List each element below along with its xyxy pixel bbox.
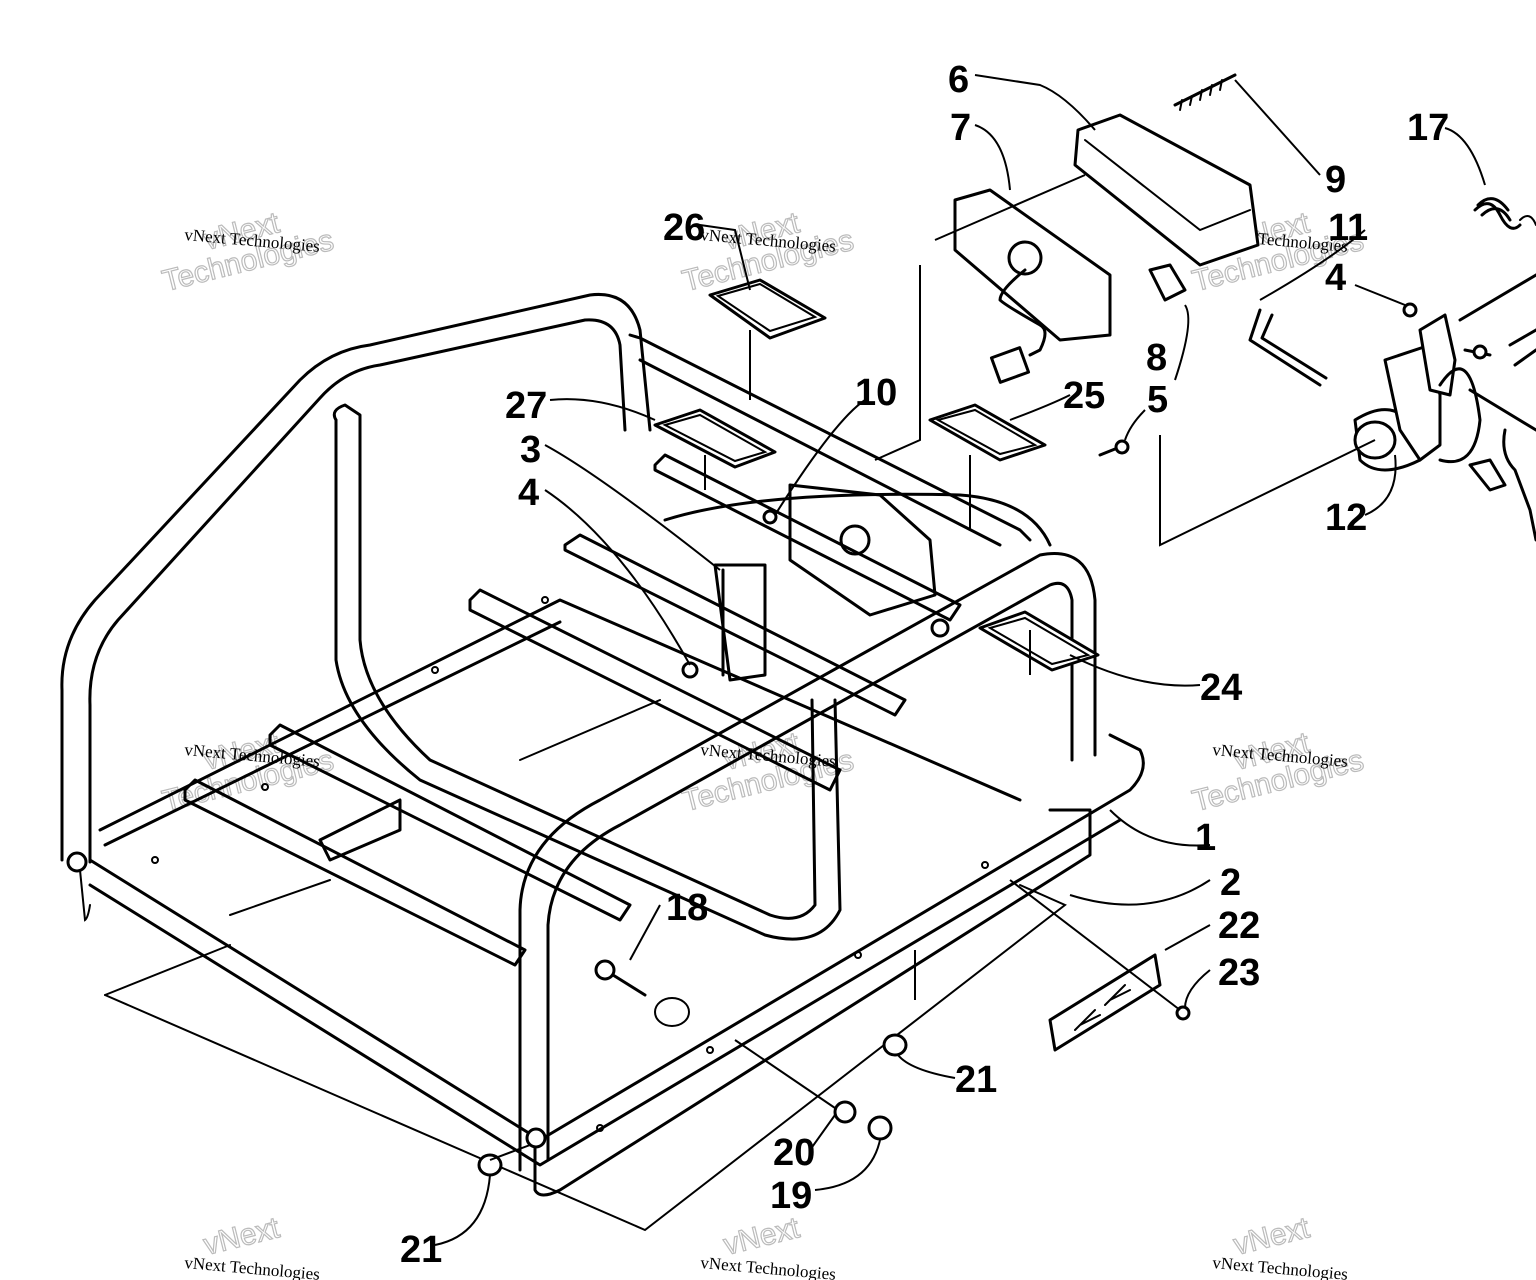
bulb — [1148, 263, 1187, 302]
callout-18: 18 — [666, 887, 708, 929]
cap-21b — [882, 1033, 908, 1057]
floor-panel — [104, 699, 1067, 1232]
reflector-22 — [1048, 953, 1162, 1052]
watermark-small: vNext Technologies — [1212, 1253, 1349, 1280]
decal-27 — [653, 408, 777, 469]
decals — [653, 278, 1100, 672]
callout-9: 9 — [1325, 159, 1346, 201]
callout-26: 26 — [663, 207, 705, 249]
watermark-small: vNext Technologies — [184, 1253, 321, 1280]
callout-4: 4 — [1325, 257, 1346, 299]
decal-24 — [978, 610, 1100, 672]
callout-2: 2 — [1220, 862, 1241, 904]
callout-5: 5 — [1147, 379, 1168, 421]
callout-19: 19 — [770, 1175, 812, 1217]
watermark: vNext — [1230, 1211, 1314, 1263]
callout-20: 20 — [773, 1132, 815, 1174]
watermark-big-1: vNext — [1230, 1211, 1313, 1262]
tail-light — [953, 73, 1260, 384]
callout-23: 23 — [1218, 952, 1260, 994]
watermark: vNext — [200, 1211, 284, 1263]
callout-21: 21 — [955, 1059, 997, 1101]
nut-19 — [867, 1115, 893, 1141]
callout-21: 21 — [400, 1229, 442, 1271]
watermark-big-1: vNext — [720, 1211, 803, 1262]
nut-4 — [1402, 302, 1418, 318]
callout-11: 11 — [1328, 207, 1368, 249]
pin-11 — [1248, 308, 1322, 387]
callout-7: 7 — [950, 107, 971, 149]
watermark-small: vNext Technologies — [700, 1253, 837, 1280]
callouts: 1 2 3 4 4 5 6 7 8 9 10 11 12 17 18 19 20… — [400, 59, 1449, 1271]
callout-25: 25 — [1063, 375, 1105, 417]
callout-27: 27 — [505, 385, 547, 427]
clip — [654, 997, 690, 1027]
callout-1: 1 — [1195, 817, 1216, 859]
rack-frame — [60, 292, 1145, 1197]
screw-9 — [1173, 73, 1237, 107]
callout-24: 24 — [1200, 667, 1242, 709]
hitch-assembly — [1248, 197, 1536, 542]
callout-22: 22 — [1218, 905, 1260, 947]
spring-17 — [1473, 197, 1522, 230]
leader-lines — [434, 74, 1486, 1246]
watermark-big-1: vNext — [200, 1211, 283, 1262]
callout-10: 10 — [855, 372, 897, 414]
callout-8: 8 — [1146, 337, 1167, 379]
hardware — [477, 439, 1191, 1177]
callout-3: 3 — [520, 429, 541, 471]
light-lens — [1073, 113, 1260, 267]
callout-4: 4 — [518, 472, 539, 514]
decal-25 — [928, 403, 1047, 462]
watermark-group: vNext Technologies vNext Technologies vN… — [158, 206, 1367, 1280]
callout-12: 12 — [1325, 497, 1367, 539]
washer-20 — [833, 1100, 857, 1124]
callout-17: 17 — [1407, 107, 1449, 149]
callout-6: 6 — [948, 59, 969, 101]
watermark: vNext — [720, 1211, 804, 1263]
mount-bracket — [663, 483, 1052, 682]
